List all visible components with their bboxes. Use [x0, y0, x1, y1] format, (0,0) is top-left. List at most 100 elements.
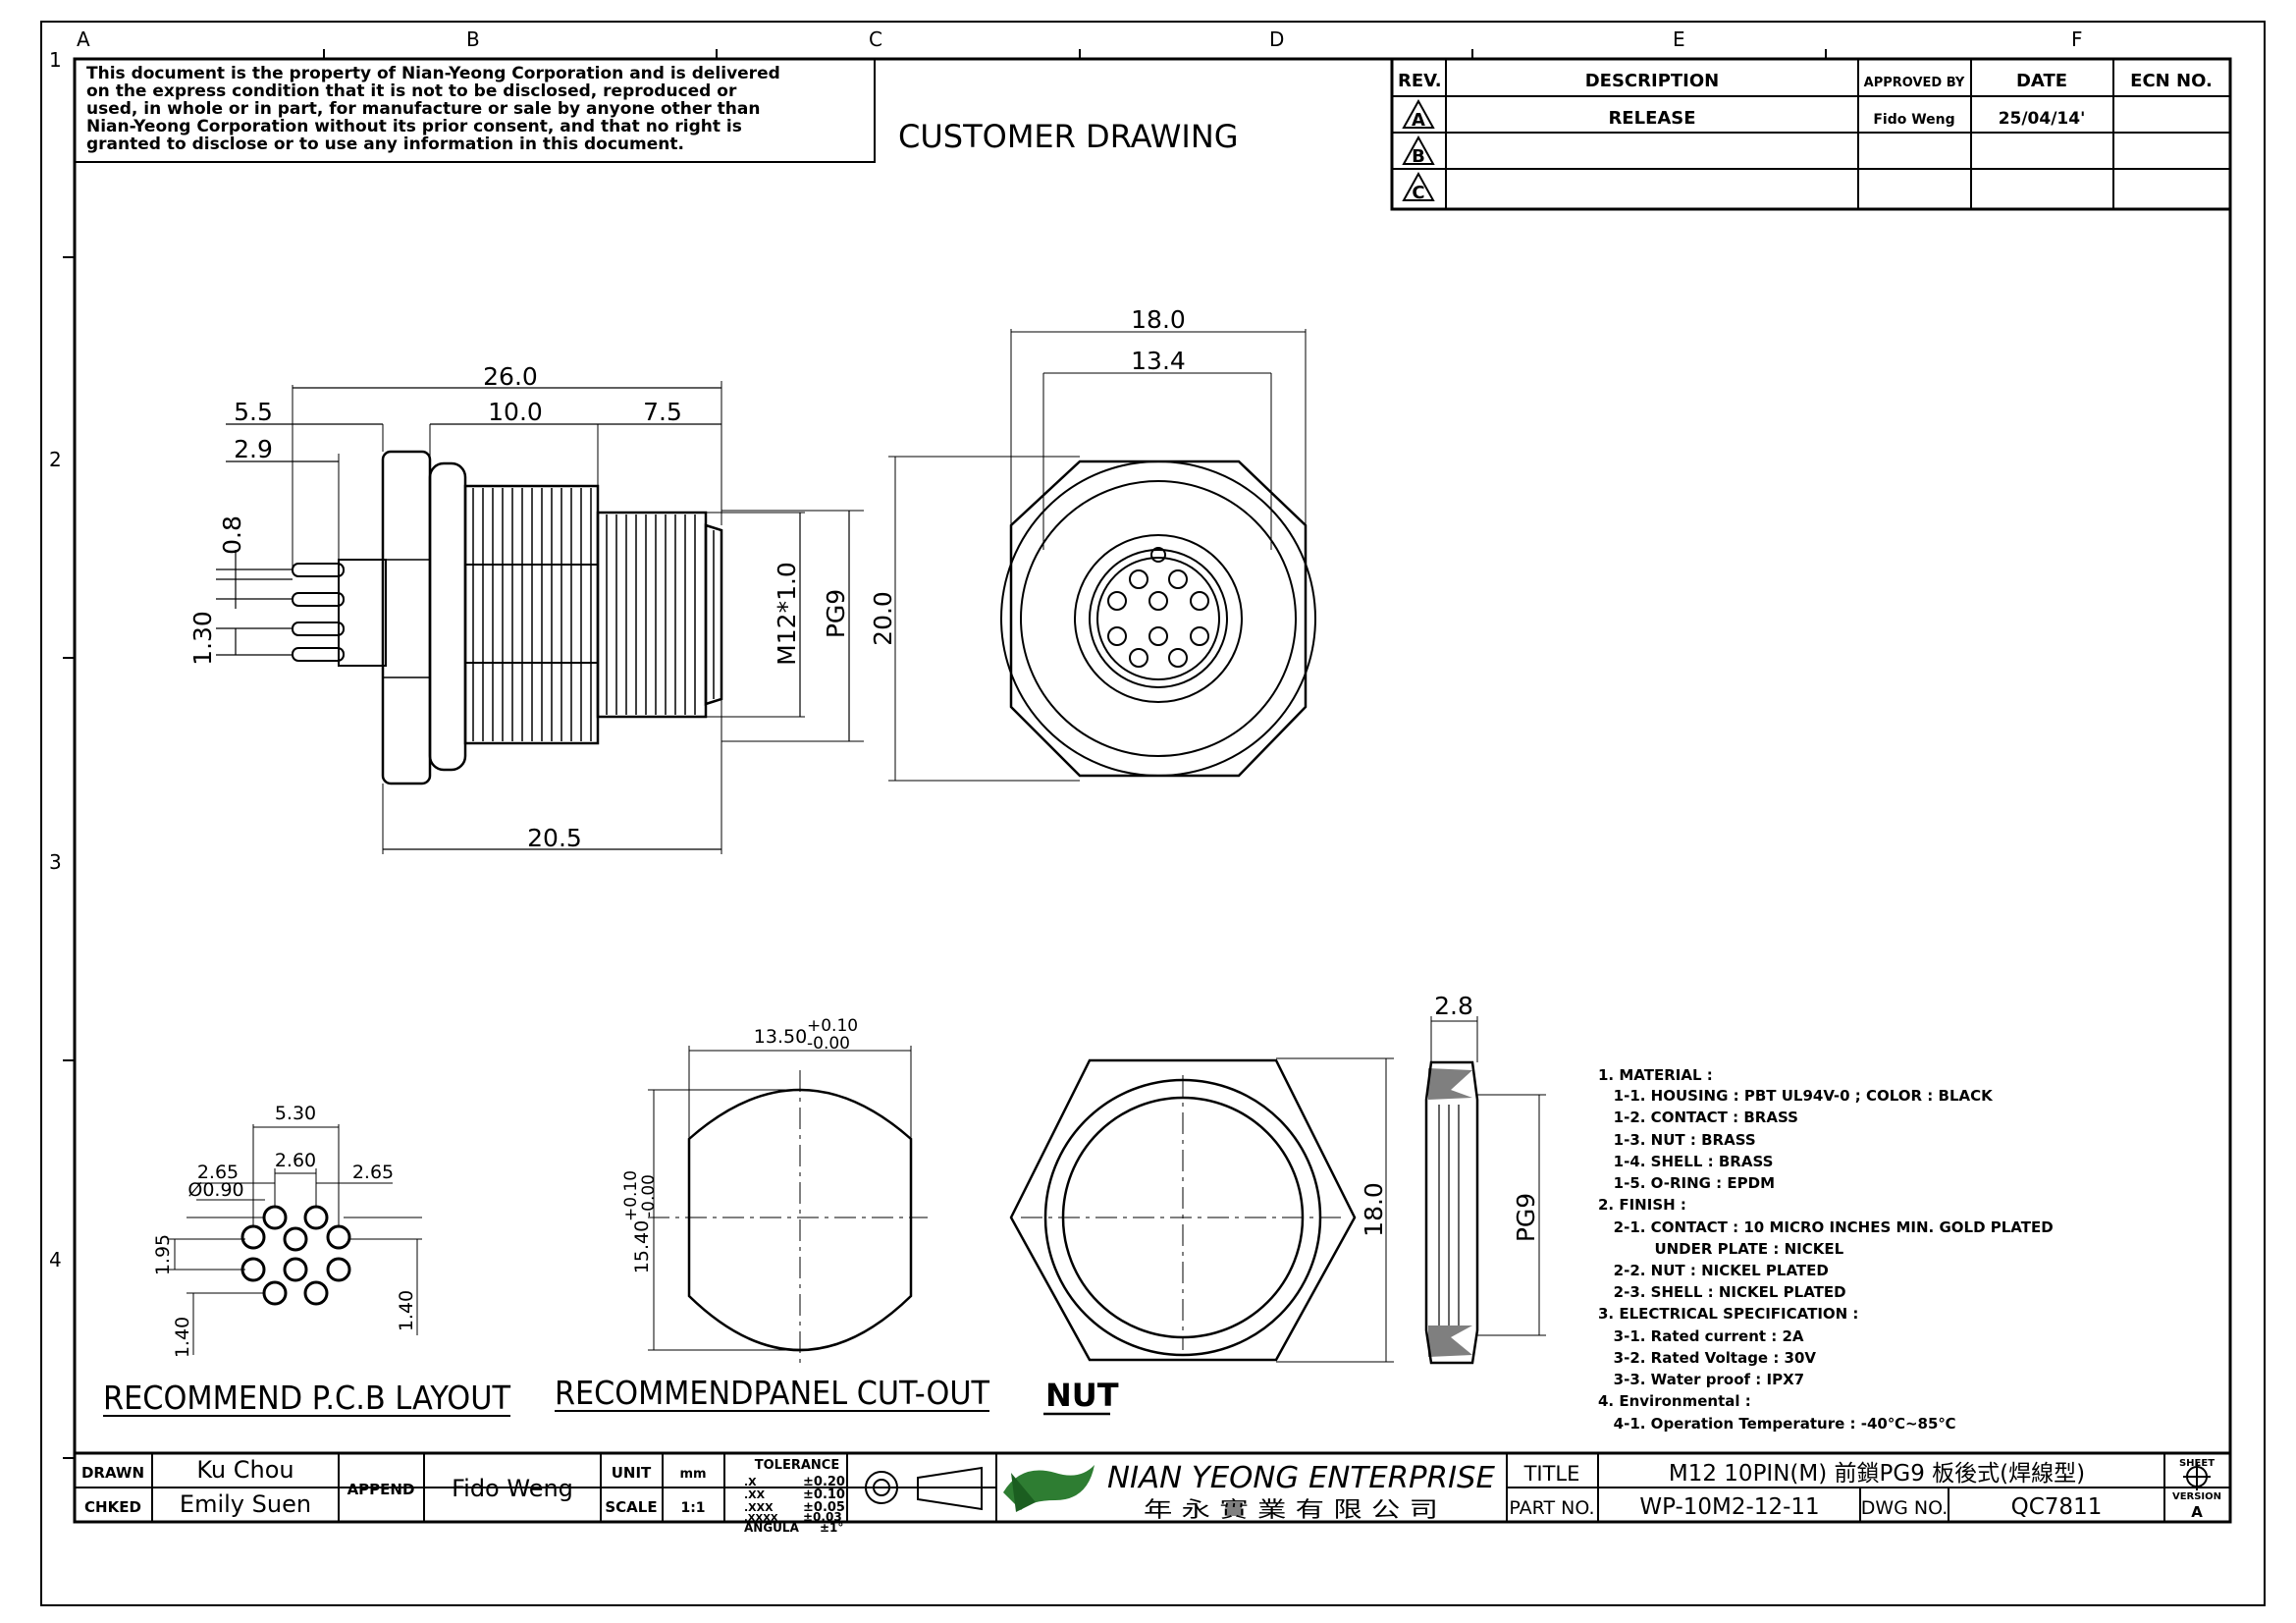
- row-markers: 1 2 3 4: [49, 48, 75, 1459]
- rev-a-description: RELEASE: [1608, 108, 1695, 129]
- svg-text:used, in whole or in part, for: used, in whole or in part, for manufactu…: [86, 99, 760, 119]
- row-label-1: 1: [49, 48, 62, 72]
- append-label: APPEND: [347, 1481, 415, 1498]
- dim-pin-pitch: 1.30: [188, 611, 217, 666]
- svg-text:1. MATERIAL :: 1. MATERIAL :: [1598, 1066, 1713, 1084]
- version-value: A: [2191, 1503, 2203, 1521]
- nut-view: 18.0 2.8 PG9 NUT: [1009, 992, 1546, 1416]
- dim-height: 20.0: [869, 591, 897, 646]
- dim-thread-len: 10.0: [488, 398, 543, 426]
- svg-text:UNDER PLATE : NICKEL: UNDER PLATE : NICKEL: [1598, 1240, 1844, 1258]
- panel-cutout-label: RECOMMENDPANEL CUT-OUT: [555, 1374, 990, 1412]
- cutout-width-tol-plus: +0.10: [807, 1016, 858, 1036]
- revision-table: REV. DESCRIPTION APPROVED BY DATE ECN NO…: [1390, 57, 2232, 211]
- front-pin: [1168, 569, 1188, 589]
- pcb-hole-dia: Ø0.90: [187, 1179, 243, 1201]
- rev-a: A: [1412, 110, 1425, 131]
- svg-text:granted to disclose or to use: granted to disclose or to use any inform…: [86, 135, 684, 154]
- notice-box: [74, 58, 876, 163]
- svg-text:1-1. HOUSING : PBT UL94V-0 ; C: 1-1. HOUSING : PBT UL94V-0 ; COLOR : BLA…: [1598, 1087, 1994, 1105]
- rev-header-date: DATE: [2016, 71, 2067, 91]
- col-label-d: D: [1269, 27, 1284, 51]
- notice-text: This document is the property of Nian-Ye…: [86, 64, 780, 154]
- svg-text:2-2. NUT : NICKEL PLATED: 2-2. NUT : NICKEL PLATED: [1598, 1262, 1829, 1279]
- cutout-height-tol-minus: -0.00: [639, 1174, 659, 1217]
- pcb-pitch-right: 2.65: [352, 1162, 394, 1183]
- rev-triangle-a: [1402, 98, 1435, 129]
- dim-pin-offset: 2.9: [234, 435, 273, 463]
- row-label-2: 2: [49, 448, 62, 471]
- drawn-label: DRAWN: [81, 1464, 144, 1482]
- pcb-hole: [326, 1224, 351, 1250]
- cutout-width-tol-minus: -0.00: [807, 1034, 850, 1054]
- title-value: M12 10PIN(M) 前鎖PG9 板後式(焊線型): [1669, 1461, 2085, 1487]
- dim-tip-len: 7.5: [643, 398, 682, 426]
- title-label: TITLE: [1523, 1462, 1580, 1486]
- scale-label: SCALE: [605, 1498, 657, 1516]
- company-logo-icon: [1003, 1465, 1095, 1512]
- rev-c: C: [1412, 183, 1424, 203]
- svg-text:3-3. Water proof : IPX7: 3-3. Water proof : IPX7: [1598, 1371, 1804, 1388]
- front-pin: [1129, 648, 1148, 668]
- rev-header-rev: REV.: [1398, 71, 1442, 91]
- front-pin: [1190, 591, 1209, 611]
- svg-text:2-3. SHELL : NICKEL PLATED: 2-3. SHELL : NICKEL PLATED: [1598, 1283, 1846, 1301]
- front-pin: [1148, 591, 1168, 611]
- col-label-c: C: [869, 27, 882, 51]
- pcb-hole: [283, 1257, 308, 1282]
- col-label-e: E: [1673, 27, 1685, 51]
- rev-b: B: [1412, 146, 1425, 167]
- rev-header-ecn: ECN NO.: [2130, 71, 2213, 91]
- dwg-label: DWG NO.: [1861, 1497, 1949, 1519]
- svg-text:4-1. Operation Temperature : -: 4-1. Operation Temperature : -40℃~85℃: [1598, 1415, 1956, 1433]
- projection-symbol-icon: [865, 1466, 983, 1511]
- svg-text:1-2. CONTACT : BRASS: 1-2. CONTACT : BRASS: [1598, 1109, 1798, 1126]
- rev-a-approved: Fido Weng: [1873, 112, 1954, 128]
- pcb-width: 5.30: [275, 1103, 316, 1124]
- svg-text:ANGULA: ANGULA: [744, 1521, 800, 1535]
- dim-nut-offset: 5.5: [234, 398, 273, 426]
- nut-across: 18.0: [1360, 1182, 1388, 1237]
- dim-panel-thread: PG9: [822, 589, 850, 638]
- dim-thread: M12*1.0: [773, 562, 801, 666]
- col-label-f: F: [2071, 27, 2083, 51]
- svg-text:.XXX: .XXX: [744, 1501, 774, 1514]
- dim-across-corners: 18.0: [1131, 305, 1186, 334]
- svg-text:1-3. NUT : BRASS: 1-3. NUT : BRASS: [1598, 1131, 1756, 1149]
- scale-value: 1:1: [680, 1500, 705, 1516]
- tolerance-label: TOLERANCE: [755, 1458, 839, 1473]
- svg-text:3-2. Rated Voltage : 30V: 3-2. Rated Voltage : 30V: [1598, 1349, 1816, 1367]
- side-view: 26.0 10.0 7.5 5.5 2.9 0.8 1.30 M12*1.0 P…: [188, 362, 864, 854]
- svg-text:.XXXX: .XXXX: [744, 1513, 778, 1524]
- dim-inner: 13.4: [1131, 347, 1186, 375]
- rev-triangle-b: [1402, 135, 1435, 165]
- cutout-width: 13.50: [754, 1026, 807, 1048]
- svg-text:±1°: ±1°: [820, 1521, 843, 1535]
- thread-lines: [472, 488, 592, 741]
- pcb-layout-label: RECOMMEND P.C.B LAYOUT: [103, 1379, 511, 1417]
- checked-label: CHKED: [84, 1498, 141, 1516]
- row-label-4: 4: [49, 1248, 62, 1271]
- svg-text:3-1. Rated current : 2A: 3-1. Rated current : 2A: [1598, 1327, 1804, 1345]
- pcb-hole: [240, 1224, 266, 1250]
- row-label-3: 3: [49, 850, 62, 874]
- svg-text:3. ELECTRICAL SPECIFICATION :: 3. ELECTRICAL SPECIFICATION :: [1598, 1305, 1858, 1323]
- checked-name: Emily Suen: [180, 1490, 311, 1518]
- svg-text:Nian-Yeong Corporation without: Nian-Yeong Corporation without its prior…: [86, 117, 742, 136]
- company-chinese: 年 永 實 業 有 限 公 司: [1144, 1498, 1438, 1523]
- svg-text:4. Environmental :: 4. Environmental :: [1598, 1392, 1751, 1410]
- svg-text:.XX: .XX: [744, 1488, 766, 1501]
- append-name: Fido Weng: [452, 1475, 573, 1502]
- pcb-hole: [262, 1280, 288, 1306]
- front-pin: [1107, 591, 1127, 611]
- drawing-title: CUSTOMER DRAWING: [898, 118, 1239, 155]
- front-pin: [1190, 626, 1209, 646]
- rev-triangle-c: [1402, 171, 1435, 201]
- svg-text:2. FINISH :: 2. FINISH :: [1598, 1196, 1686, 1214]
- nut-thread: PG9: [1512, 1193, 1540, 1242]
- part-value: WP-10M2-12-11: [1639, 1494, 1819, 1520]
- front-view: 18.0 13.4 20.0: [869, 305, 1316, 782]
- col-label-b: B: [466, 27, 480, 51]
- version-label: VERSION: [2172, 1491, 2221, 1502]
